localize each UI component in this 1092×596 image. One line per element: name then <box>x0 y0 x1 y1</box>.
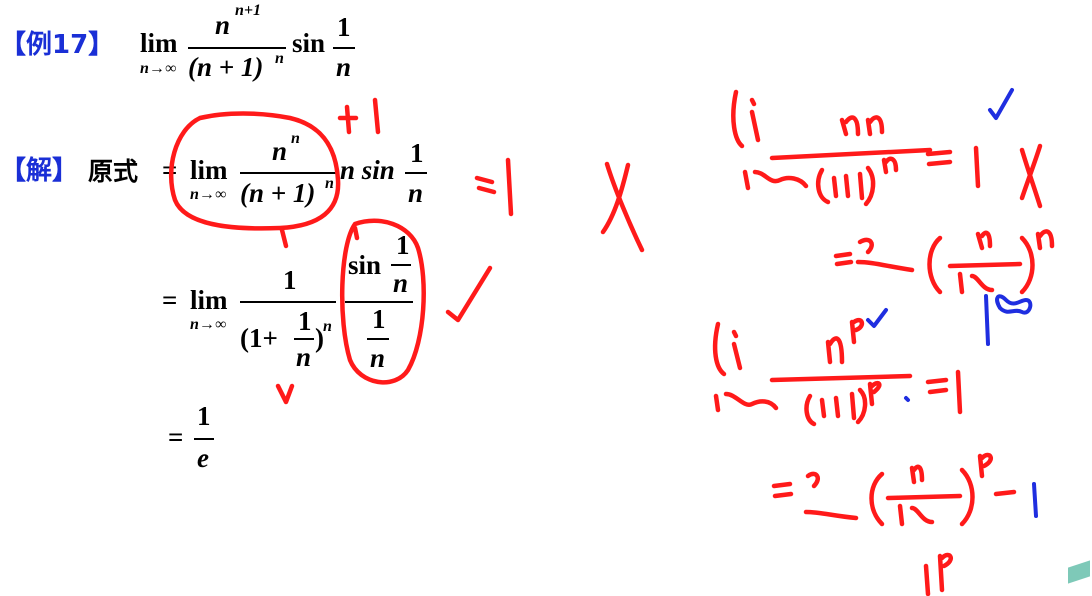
red-note-last <box>923 552 953 596</box>
step2-den-open: (1+ <box>240 323 278 353</box>
problem-lim: lim <box>140 28 178 58</box>
red-note-den1 <box>815 165 876 207</box>
red-note-lim3 <box>712 321 743 377</box>
red-tick-small-2 <box>352 225 360 241</box>
red-v-mark <box>275 383 295 405</box>
red-circle-left <box>168 111 341 231</box>
step2-sin-num: 1 <box>396 230 410 260</box>
red-note-sub1 <box>742 169 809 191</box>
red-note-line4-eq <box>771 481 794 499</box>
problem-sin-bar <box>333 47 355 49</box>
red-note-bar3 <box>769 373 913 383</box>
step2-inner-num: 1 <box>372 304 386 334</box>
problem-fraction-bar <box>188 47 286 49</box>
step2-sin: sin <box>348 250 382 280</box>
red-note-one3 <box>955 369 963 415</box>
step2-inner-bar <box>367 338 389 340</box>
red-note-bar1 <box>769 147 933 161</box>
step2-lim: lim <box>190 285 228 315</box>
step1-lim-sub: n→∞ <box>190 186 227 203</box>
step3-bar <box>194 438 214 440</box>
red-note-lim1 <box>731 89 761 149</box>
red-note-line2-exp <box>1035 229 1055 251</box>
step1-den-exp: n <box>325 175 334 192</box>
blue-check-1 <box>988 88 1014 120</box>
problem-num-base: n <box>215 10 231 40</box>
step2-den-frac-num: 1 <box>298 306 312 336</box>
blue-check-2 <box>866 308 888 328</box>
step2-eq: = <box>162 285 178 315</box>
blue-bar-1 <box>1032 482 1038 518</box>
step3-num: 1 <box>197 401 211 431</box>
red-note-nn <box>839 115 885 137</box>
red-note-line2-paren <box>927 235 1035 295</box>
example-tag: 【例17】 <box>0 30 115 60</box>
red-note-den3 <box>804 380 882 427</box>
solution-label: 原式 <box>88 157 139 186</box>
red-note-line2-eq <box>833 251 854 267</box>
step2-sin-bar <box>391 264 411 266</box>
red-check-mark <box>445 265 493 323</box>
blue-one-inf <box>984 294 1033 346</box>
step2-inner-den: n <box>370 343 386 373</box>
step1-num-base: n <box>272 136 288 166</box>
red-circle-right <box>339 218 426 385</box>
step2-den-close: ) <box>315 323 324 353</box>
red-note-sub3 <box>713 391 779 413</box>
step2-sin-den: n <box>393 268 409 298</box>
red-note-line4-eq2 <box>993 489 1017 497</box>
red-note-one1 <box>973 145 981 189</box>
red-note-line4-paren <box>869 467 975 527</box>
step1-sin-den: n <box>408 178 424 208</box>
red-plus-mark <box>337 104 359 135</box>
red-note-line4-exp <box>977 452 993 479</box>
red-note-x1 <box>1019 143 1043 209</box>
step1-den-base: (n + 1) <box>240 178 316 208</box>
red-note-eq3 <box>925 377 949 395</box>
step1-sin-num: 1 <box>410 138 424 168</box>
problem-sin: sin <box>292 28 326 58</box>
step3-eq: = <box>168 422 184 452</box>
problem-sin-num: 1 <box>337 12 351 42</box>
step2-den-frac-den: n <box>296 342 312 372</box>
problem-sin-den: n <box>336 52 352 82</box>
step2-fraction-bar <box>240 301 336 303</box>
red-note-line2-frac <box>947 230 1023 295</box>
problem-num-exp: n+1 <box>235 2 262 19</box>
red-note-line4-frac <box>885 464 963 527</box>
step2-outer-bar <box>345 301 413 303</box>
solution-tag: 【解】 <box>0 156 79 186</box>
red-note-line4-lim <box>803 471 859 521</box>
step1-sin-bar <box>405 172 427 174</box>
problem-den-base: (n + 1) <box>188 52 264 82</box>
step3-den: e <box>197 443 209 473</box>
red-one-mark <box>372 97 381 135</box>
problem-lim-sub: n→∞ <box>140 60 177 77</box>
red-eq1-mark <box>474 157 514 217</box>
red-note-np <box>825 317 865 365</box>
step2-den-exp: n <box>323 318 332 335</box>
step1-lim: lim <box>190 155 228 185</box>
step2-lim-sub: n→∞ <box>190 316 227 333</box>
red-x-mark <box>600 161 645 253</box>
step1-num-exp: n <box>291 130 300 147</box>
step1-tail: n sin <box>340 155 395 185</box>
step2-num: 1 <box>283 265 297 295</box>
red-note-line2-lim <box>855 237 915 273</box>
problem-den-exp: n <box>275 50 284 67</box>
red-note-eq1 <box>925 149 953 167</box>
red-tick-small <box>279 227 289 249</box>
step2-den-frac-bar <box>294 338 314 340</box>
red-note-exp1 <box>881 156 899 175</box>
step1-fraction-bar <box>240 172 336 174</box>
blue-dot-1 <box>904 396 910 402</box>
